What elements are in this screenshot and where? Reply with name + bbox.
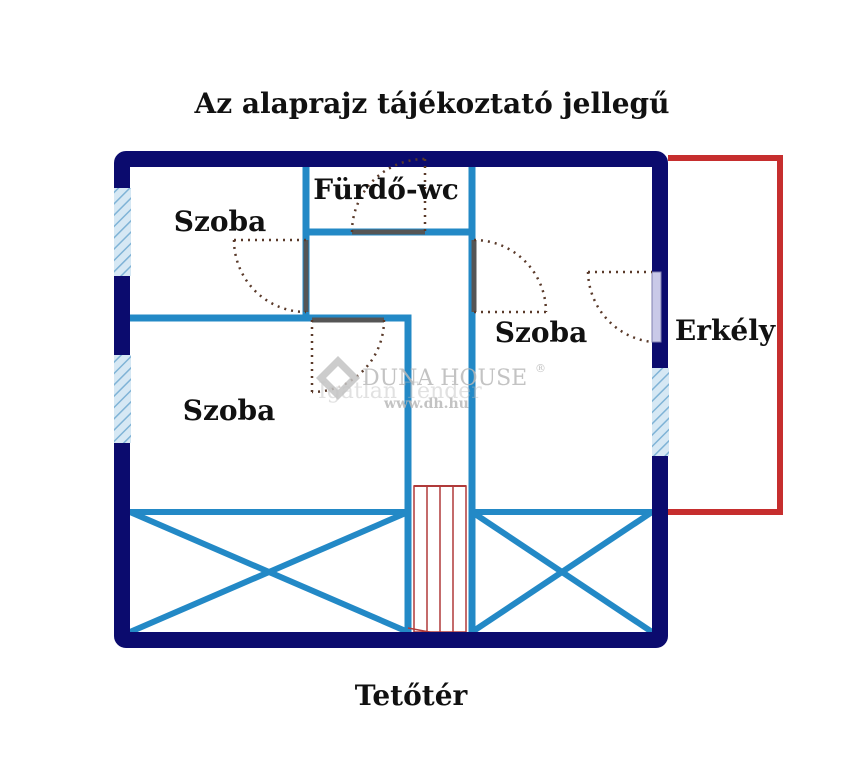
label-balcony: Erkély bbox=[675, 314, 776, 347]
windows bbox=[114, 188, 669, 456]
window-right bbox=[652, 368, 669, 456]
window-left-top bbox=[114, 188, 131, 276]
balcony-outline bbox=[668, 155, 783, 515]
roof-bracing bbox=[128, 509, 654, 635]
watermark-overlay: Igatlan Tender bbox=[318, 379, 482, 404]
watermark-brand: DUNA HOUSE bbox=[362, 366, 527, 391]
door-bathroom bbox=[350, 157, 427, 235]
label-room-top-left: Szoba bbox=[174, 205, 267, 238]
door-room-top-left bbox=[232, 238, 309, 314]
label-room-right: Szoba bbox=[495, 316, 588, 349]
doors bbox=[232, 157, 653, 394]
label-bathroom: Fürdő-wc bbox=[313, 173, 459, 206]
plan-title: Az alaprajz tájékoztató jellegű bbox=[194, 87, 670, 120]
label-room-left: Szoba bbox=[183, 394, 276, 427]
door-room-right bbox=[471, 238, 548, 314]
window-left-bottom bbox=[114, 355, 131, 443]
floor-label: Tetőtér bbox=[355, 679, 469, 712]
staircase bbox=[407, 485, 467, 635]
watermark-registered: ® bbox=[535, 362, 546, 375]
watermark-url: www.dh.hu bbox=[383, 396, 469, 412]
door-balcony bbox=[586, 270, 653, 344]
door-room-left bbox=[310, 317, 386, 394]
watermark: DUNA HOUSE ® www.dh.hu Igatlan Tender bbox=[316, 356, 546, 412]
balcony-door-frame bbox=[651, 271, 662, 343]
